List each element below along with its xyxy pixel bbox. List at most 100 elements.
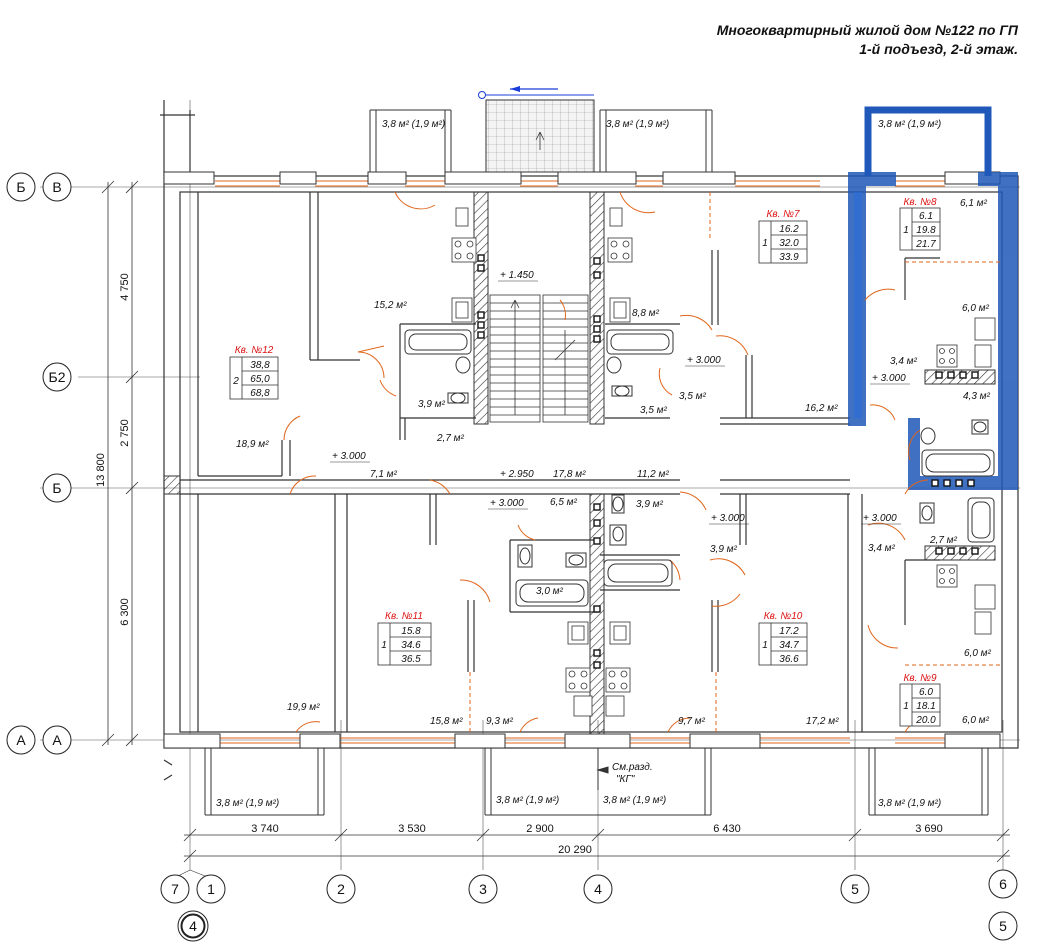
room-area: 2,7 м² xyxy=(929,535,958,546)
staircase xyxy=(489,294,589,423)
room-area: 3,4 м² xyxy=(890,356,918,367)
room-area: 2,7 м² xyxy=(436,433,465,444)
apt-8-v2: 19.8 xyxy=(916,225,936,236)
toilets-and-sinks xyxy=(447,356,989,568)
horizontal-dimension-lines xyxy=(183,828,1010,863)
dim-vertical-total: 13 800 xyxy=(95,453,107,487)
apt-12-v3: 68,8 xyxy=(250,388,270,399)
dim-horizontal-5: 3 690 xyxy=(915,823,943,835)
room-area: 3,5 м² xyxy=(679,391,707,402)
room-area: 3,0 м² xyxy=(536,586,564,597)
sheet-marker-left: 4 xyxy=(189,918,197,934)
axis-col-6: 6 xyxy=(999,876,1007,892)
section-mark-line2: "КГ" xyxy=(616,774,635,785)
room-area: 17,2 м² xyxy=(806,716,839,727)
axis-row-b-left: Б xyxy=(16,179,25,195)
structural-walls xyxy=(163,191,996,735)
apt-12-v1: 38,8 xyxy=(250,360,270,371)
balcony-area-bottom-4: 3,8 м² (1,9 м²) xyxy=(878,798,941,809)
level-mark: + 3.000 xyxy=(490,498,524,509)
room-area: 19,9 м² xyxy=(287,702,320,713)
apt-11-v2: 34.6 xyxy=(401,640,421,651)
balcony-area-bottom-3: 3,8 м² (1,9 м²) xyxy=(603,795,666,806)
room-area: 3,9 м² xyxy=(418,399,446,410)
apt-12-name: Кв. №12 xyxy=(235,345,274,356)
title-line-1: Многоквартирный жилой дом №122 по ГП xyxy=(717,22,1019,38)
balcony-area-bottom-1: 3,8 м² (1,9 м²) xyxy=(216,798,279,809)
dim-vertical-3: 6 300 xyxy=(119,598,131,626)
room-area: 11,2 м² xyxy=(637,469,669,480)
level-mark: + 3.000 xyxy=(863,513,897,524)
apt-8-v3: 21.7 xyxy=(915,239,936,250)
level-mark: + 3.000 xyxy=(711,513,745,524)
apt-11-v3: 36.5 xyxy=(401,654,421,665)
room-area: 6,0 м² xyxy=(962,715,990,726)
room-area: 6,0 м² xyxy=(962,303,990,314)
room-area: 9,3 м² xyxy=(486,716,514,727)
bottom-balconies xyxy=(204,748,989,816)
dim-horizontal-3: 2 900 xyxy=(526,823,554,835)
axis-row-b: Б xyxy=(52,480,61,496)
balcony-area-top-left: 3,8 м² (1,9 м²) xyxy=(382,119,445,130)
room-area: 15,2 м² xyxy=(374,300,407,311)
apt-11-v1: 15.8 xyxy=(401,626,421,637)
room-area: 3,4 м² xyxy=(868,543,896,554)
apt-9-v3: 20.0 xyxy=(915,715,936,726)
apt-8-v1: 6.1 xyxy=(919,211,933,222)
level-mark: + 3.000 xyxy=(332,451,366,462)
room-area: 9,7 м² xyxy=(678,716,706,727)
level-mark: + 1.450 xyxy=(500,270,534,281)
apt-9-name: Кв. №9 xyxy=(903,673,937,684)
title-line-2: 1-й подъезд, 2-й этаж. xyxy=(859,41,1018,57)
room-area: 7,1 м² xyxy=(370,469,398,480)
balcony-area-top-mid: 3,8 м² (1,9 м²) xyxy=(606,119,669,130)
sheet-markers xyxy=(177,910,1018,942)
room-area: 15,8 м² xyxy=(430,716,463,727)
room-area: 4,3 м² xyxy=(963,391,991,402)
apt-7-v1: 16.2 xyxy=(779,224,799,235)
balcony-area-bottom-2: 3,8 м² (1,9 м²) xyxy=(496,795,559,806)
apt-10-v2: 34.7 xyxy=(779,640,799,651)
level-mark: + 2.950 xyxy=(500,469,534,480)
column-axis-bubbles xyxy=(160,869,1018,904)
axis-row-a: А xyxy=(52,732,62,748)
interior-walls xyxy=(180,192,940,732)
roof-exit-arrow xyxy=(535,131,545,150)
axis-col-1: 1 xyxy=(207,881,215,897)
axis-col-7: 7 xyxy=(171,881,179,897)
level-underlines xyxy=(330,280,910,525)
sheet-marker-right: 5 xyxy=(999,918,1007,934)
apt-11-name: Кв. №11 xyxy=(385,611,423,622)
balcony-area-top-right: 3,8 м² (1,9 м²) xyxy=(878,119,941,130)
blue-direction-arrow xyxy=(478,86,594,99)
axis-row-b2: Б2 xyxy=(49,369,66,385)
axis-col-5: 5 xyxy=(851,881,859,897)
apt-12-rooms: 2 xyxy=(232,376,239,387)
apt-9-v1: 6.0 xyxy=(919,687,933,698)
room-area: 18,9 м² xyxy=(236,439,269,450)
apartment-tables xyxy=(229,207,941,727)
apt-10-rooms: 1 xyxy=(762,640,768,651)
apt-10-v3: 36.6 xyxy=(779,654,799,665)
room-area: 6,1 м² xyxy=(960,198,988,209)
dim-horizontal-total: 20 290 xyxy=(558,844,592,856)
dim-horizontal-2: 3 530 xyxy=(398,823,426,835)
room-area: 3,9 м² xyxy=(636,499,664,510)
apt-9-rooms: 1 xyxy=(903,701,909,712)
level-mark: + 3.000 xyxy=(687,355,721,366)
highlighted-balcony xyxy=(864,106,992,176)
apt-12-v2: 65,0 xyxy=(250,374,270,385)
axis-lines xyxy=(40,100,1020,870)
apt-7-v3: 33.9 xyxy=(779,252,799,263)
room-area: 16,2 м² xyxy=(805,403,838,414)
level-mark: + 3.000 xyxy=(872,373,906,384)
top-balconies xyxy=(369,109,713,172)
top-windows xyxy=(215,180,945,187)
axis-col-4: 4 xyxy=(594,881,602,897)
vent-ducts xyxy=(477,254,979,669)
section-cut-marker xyxy=(596,748,609,790)
apt-7-v2: 32.0 xyxy=(779,238,799,249)
axis-row-a-left: А xyxy=(16,732,26,748)
level-marks: + 1.450 + 3.000 + 3.000 + 2.950 + 3.000 … xyxy=(332,270,906,524)
